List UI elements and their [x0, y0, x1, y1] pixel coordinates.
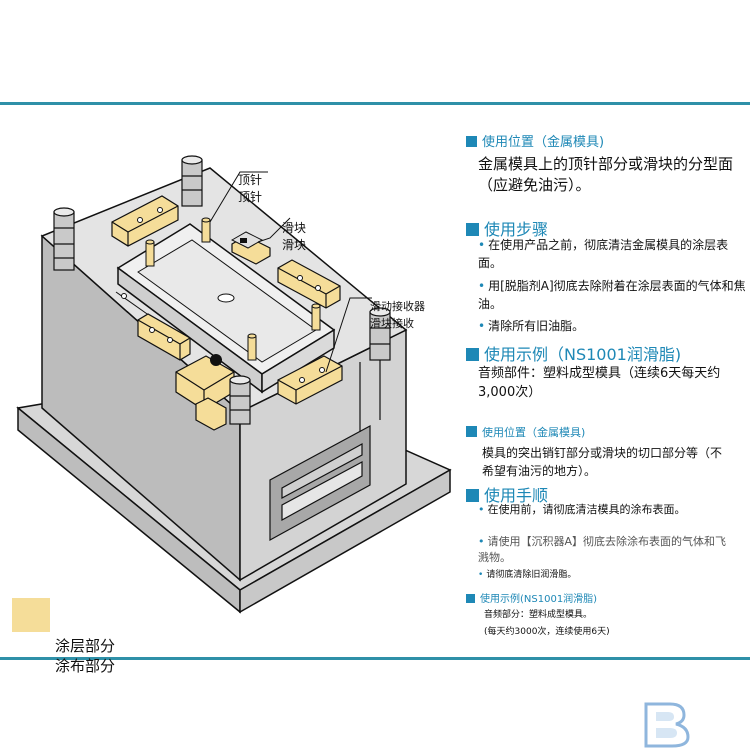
section1-heading: 使用位置（金属模具) — [466, 131, 604, 150]
legend-swatch — [12, 598, 50, 632]
section5-step-2: •请使用【沉积器A】彻底去除涂布表面的气体和飞溅物。 — [478, 535, 727, 564]
section2-heading: 使用步骤 — [466, 216, 548, 240]
section3-heading: 使用示例（NS1001润滑脂) — [466, 341, 681, 365]
ejector-pin-2 — [145, 239, 155, 267]
section2-step-2: •用[脱脂剂A]彻底去除附着在涂层表面的气体和焦油。 — [478, 279, 746, 311]
coating-slider-foot — [195, 397, 227, 431]
mold-cavity-insert — [115, 223, 336, 394]
section6-body: 音频部分：塑料成型模具。 — [484, 610, 593, 620]
label-slider: 滑块滑块 — [282, 221, 307, 252]
label-slide-contact: 滑动接收器滑块接收 — [370, 300, 425, 330]
coating-block-left-bottom — [137, 313, 191, 361]
ejector-pin-4 — [247, 333, 257, 361]
brand-logo — [644, 702, 690, 748]
section1-body: 金属模具上的顶针部分或滑块的分型面（应避免油污）。 — [478, 155, 734, 194]
section4-heading: 使用位置（金属模具) — [466, 424, 585, 440]
mold-diagram — [16, 155, 452, 614]
leader-ejector-pin — [209, 171, 268, 223]
top-divider — [0, 102, 750, 105]
section2-step-1: •在使用产品之前，彻底清洁金属模具的涂层表面。 — [478, 238, 729, 270]
section6-heading: 使用示例(NS1001润滑脂) — [466, 590, 597, 605]
section5-step-1: •在使用前，请彻底清洁模具的涂布表面。 — [478, 503, 686, 516]
guide-pillar-right — [369, 307, 391, 361]
section5-step-3: •请彻底清除旧润滑脂。 — [478, 570, 577, 580]
guide-pillar-front — [229, 375, 251, 425]
leader-slider — [257, 217, 291, 243]
section2-step-3: •清除所有旧油脂。 — [478, 319, 585, 333]
section3-body: 音频部件：塑料成型模具（连续6天每天约3,000次） — [478, 366, 721, 400]
section6-note: (每天约3000次，连续使用6天) — [484, 627, 610, 637]
bottom-divider — [0, 657, 750, 660]
label-ejector-pin: 顶针顶针 — [238, 173, 263, 204]
coating-block-right-bottom — [277, 355, 343, 405]
guide-pillar-left — [53, 207, 75, 271]
section4-body: 模具的突出销钉部分或滑块的切口部分等（不希望有油污的地方）。 — [482, 446, 723, 478]
ejector-pin-3 — [311, 303, 321, 331]
guide-pillar-back — [181, 155, 203, 207]
leader-slide-contact — [325, 297, 372, 373]
section5-heading: 使用手顺 — [466, 482, 548, 506]
ejector-pin-1 — [201, 217, 211, 243]
slider-pin — [210, 354, 222, 366]
legend-text: 涂层部分涂布部分 — [55, 637, 116, 675]
slider-receiver-piece — [230, 231, 264, 249]
